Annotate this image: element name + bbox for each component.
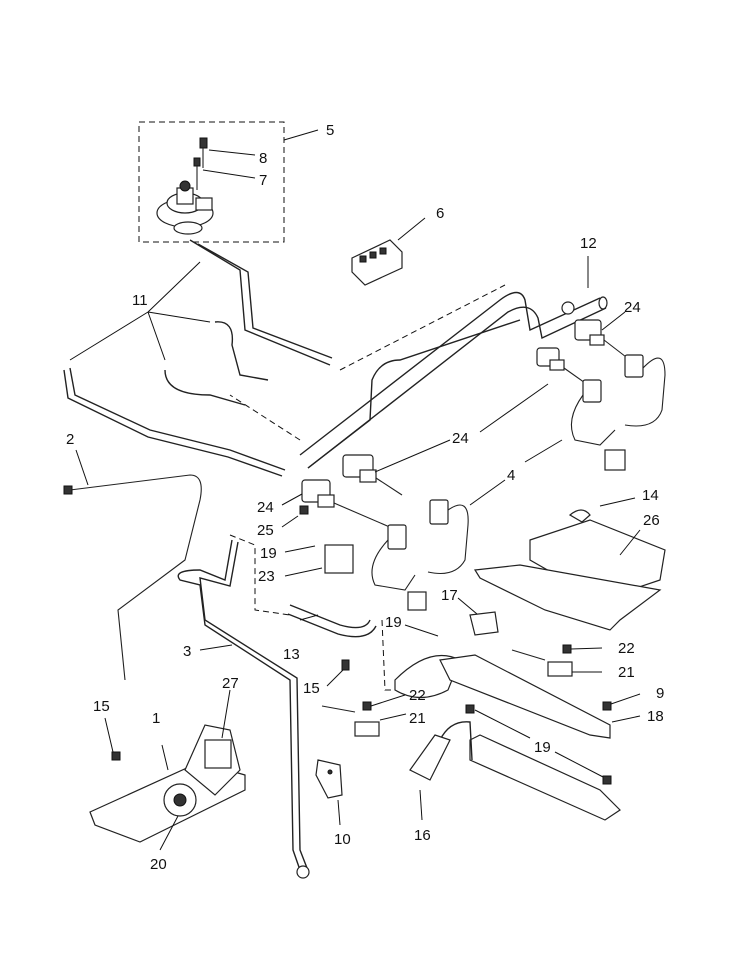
callout-23: 23: [258, 568, 275, 585]
callout-22a: 22: [618, 640, 635, 657]
burner-valves-center: [281, 439, 506, 611]
callout-10: 10: [334, 831, 351, 848]
manifold-pipe: [229, 256, 608, 469]
mounting-bracket: [315, 759, 343, 826]
callout-9: 9: [656, 685, 664, 702]
callout-24a: 24: [624, 299, 641, 316]
main-valve-assembly: [89, 689, 246, 851]
callout-labels: 5 8 7 6 12 24 11 2 24 4 24 25 14 26 19 2…: [66, 122, 664, 873]
callout-5: 5: [326, 122, 334, 139]
callout-7: 7: [259, 172, 267, 189]
callout-3: 3: [183, 643, 191, 660]
terminal-block: [351, 217, 426, 286]
burner-tubes: [409, 644, 641, 821]
callout-16: 16: [414, 827, 431, 844]
callout-20: 20: [150, 856, 167, 873]
thermocouple-tube: [63, 449, 202, 681]
burner-shield: [473, 497, 666, 631]
callout-24c: 24: [257, 499, 274, 516]
callout-8: 8: [259, 150, 267, 167]
callout-21b: 21: [409, 710, 426, 727]
callout-2: 2: [66, 431, 74, 448]
callout-27: 27: [222, 675, 239, 692]
callout-22b: 22: [409, 687, 426, 704]
callout-12: 12: [580, 235, 597, 252]
callout-19a: 19: [260, 545, 277, 562]
callout-18: 18: [647, 708, 664, 725]
callout-1: 1: [152, 710, 160, 727]
callout-14: 14: [642, 487, 659, 504]
callout-19c: 19: [534, 739, 551, 756]
gas-tubes: [63, 239, 333, 477]
callout-17: 17: [441, 587, 458, 604]
callout-15a: 15: [303, 680, 320, 697]
callout-24b: 24: [452, 430, 469, 447]
orifice-bracket: [229, 534, 377, 687]
main-gas-tube: [177, 539, 310, 879]
callout-21a: 21: [618, 664, 635, 681]
callout-19b: 19: [385, 614, 402, 631]
callout-15b: 15: [93, 698, 110, 715]
callout-13: 13: [283, 646, 300, 663]
callout-4: 4: [507, 467, 515, 484]
callout-26: 26: [643, 512, 660, 529]
callout-11: 11: [132, 292, 148, 309]
callout-25: 25: [257, 522, 274, 539]
burner-valves-upper: [479, 311, 666, 471]
regulator-assembly: [138, 121, 319, 243]
callout-6: 6: [436, 205, 444, 222]
